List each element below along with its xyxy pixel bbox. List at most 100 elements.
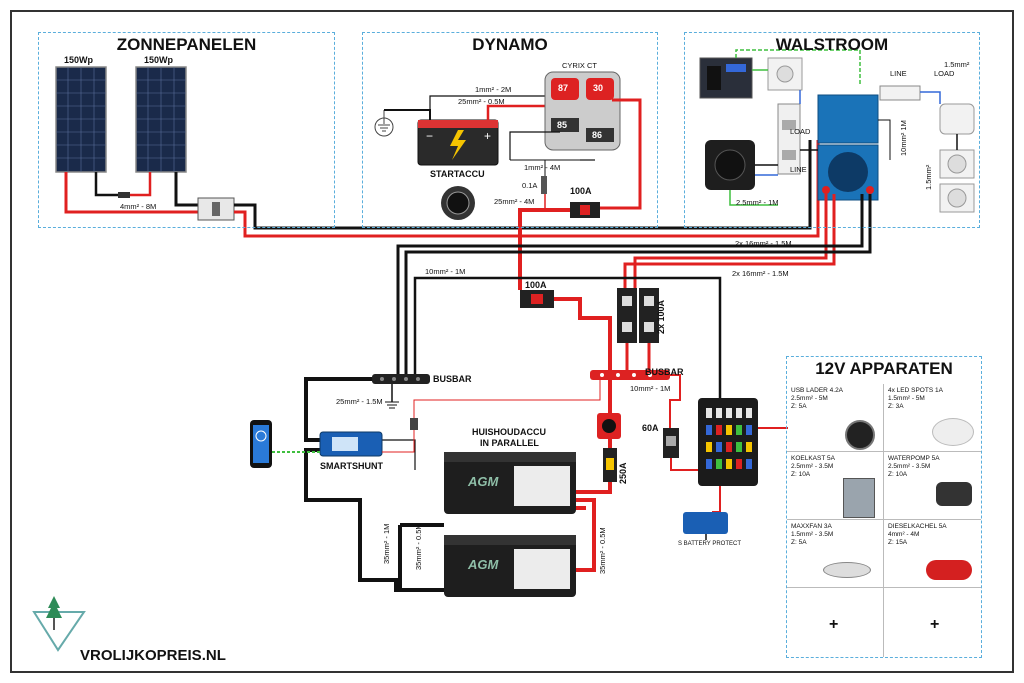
busbar-positive: [590, 370, 670, 380]
water-pump-icon: [936, 482, 972, 506]
cyrix-terminal-30: 30: [593, 83, 604, 93]
device-cable: 2.5mm² - 5M: [791, 395, 828, 402]
busbar-negative: [372, 374, 430, 384]
fuse-60a-label: 60A: [642, 423, 659, 433]
ground-symbol-dynamo: [374, 110, 394, 137]
battery-switch: [597, 413, 621, 439]
smartshunt-label: SMARTSHUNT: [320, 461, 383, 471]
startaccu-label: STARTACCU: [430, 169, 485, 179]
panel-title-dynamo: DYNAMO: [472, 35, 548, 54]
accu-title-1: HUISHOUDACCU: [472, 427, 546, 437]
device-cable: 1.5mm² - 3.5M: [791, 531, 834, 538]
wire-label-inverter-pos: 2x 16mm² - 1.5M: [732, 269, 789, 278]
busbar-left-label: BUSBAR: [433, 374, 472, 384]
phone-icon: [250, 420, 272, 468]
device-cable: 1.5mm² - 5M: [888, 395, 925, 402]
cyrix-terminal-85: 85: [557, 120, 568, 130]
dynamo-fuse-small: 0.1A: [522, 181, 538, 190]
device-name: MAXXFAN 3A: [791, 523, 832, 530]
device-fuse: Z: 5A: [791, 403, 807, 410]
walstroom-line-2: LINE: [790, 165, 807, 174]
device-fuse: Z: 10A: [791, 471, 811, 478]
dynamo-cable-4: 25mm² - 4M: [494, 197, 535, 206]
wire-label-35mm-05m-left: 35mm² - 0.5M: [414, 523, 423, 570]
device-fuse: Z: 10A: [888, 471, 908, 478]
device-maxxfan: MAXXFAN 3A 1.5mm² - 3.5M Z: 5A: [787, 520, 884, 588]
brand-name: VROLIJKOPREIS.NL: [80, 647, 226, 664]
walstroom-cable-2: 10mm² 1M: [899, 120, 908, 156]
solar-panel-2: [135, 66, 187, 173]
logo-icon: [32, 596, 86, 652]
solar-panel-1-label: 150Wp: [64, 55, 94, 65]
device-led-spots: 4x LED SPOTS 1A 1.5mm² - 5M Z: 3A: [884, 384, 981, 452]
walstroom-load: LOAD: [934, 69, 955, 78]
wire-label-10mm-fuse: 10mm² - 1M: [630, 384, 671, 393]
wire-label-10mm: 10mm² - 1M: [425, 267, 466, 276]
cyrix-relay: [544, 71, 621, 151]
walstroom-cable-4: 1.5mm²: [924, 164, 933, 190]
busbar-right-label: BUSBAR: [645, 367, 684, 377]
led-spot-icon: [932, 418, 974, 446]
cyrix-terminal-86: 86: [592, 130, 603, 140]
svg-text:−: −: [426, 129, 433, 143]
roof-fan-icon: [823, 562, 871, 578]
diagram-frame: [10, 10, 1014, 673]
dynamo-cable-3: 1mm² - 4M: [524, 163, 561, 172]
device-name: WATERPOMP 5A: [888, 455, 940, 462]
wire-label-35mm-1m: 35mm² - 1M: [382, 523, 391, 564]
fuse-100a-main: [520, 290, 554, 308]
device-name: KOELKAST 5A: [791, 455, 835, 462]
device-cable: 2.5mm² - 3.5M: [791, 463, 834, 470]
start-battery: − +: [417, 119, 499, 166]
walstroom-line: LINE: [890, 69, 907, 78]
fuse-2x100a-label: 2x 100A: [656, 299, 666, 334]
walstroom-cable-3: 2.5mm² - 1M: [736, 198, 779, 207]
device-cable: 2.5mm² - 3.5M: [888, 463, 931, 470]
fuse-100a-label: 100A: [525, 280, 547, 290]
accu-title-2: IN PARALLEL: [480, 438, 539, 448]
device-fuse: Z: 3A: [888, 403, 904, 410]
device-fuse: Z: 15A: [888, 539, 908, 546]
fuse-250a-label: 250A: [618, 462, 628, 484]
panel-zonnepanelen: ZONNEPANELEN: [38, 32, 335, 228]
cyrix-label: CYRIX CT: [562, 61, 598, 70]
shore-inlet: [705, 140, 755, 190]
panel-walstroom: WALSTROOM: [684, 32, 980, 228]
battery-protect-label: S BATTERY PROTECT: [678, 541, 742, 547]
walstroom-load-2: LOAD: [790, 127, 811, 136]
walstroom-cable-1: 1.5mm²: [944, 60, 970, 69]
svg-text:+: +: [484, 129, 491, 143]
device-slot-add-2: +: [884, 588, 981, 657]
device-fuse: Z: 5A: [791, 539, 807, 546]
add-icon: +: [829, 616, 839, 633]
solar-panel-1: [55, 66, 107, 173]
battery-2: AGM: [444, 535, 576, 597]
cyrix-terminal-87: 87: [558, 83, 569, 93]
add-icon: +: [930, 616, 940, 633]
inverter-charger: [817, 94, 879, 201]
fuse-100a-dynamo: [570, 202, 600, 218]
fuse-block: [698, 398, 758, 486]
device-waterpomp: WATERPOMP 5A 2.5mm² - 3.5M Z: 10A: [884, 452, 981, 520]
fridge-icon: [843, 478, 875, 518]
push-button: [441, 186, 475, 220]
solar-cable-label: 4mm² - 8M: [120, 202, 157, 211]
device-cable: 4mm² - 4M: [888, 531, 920, 538]
agm-label-2: AGM: [467, 557, 500, 572]
panel-title-walstroom: WALSTROOM: [775, 35, 889, 54]
device-dieselkachel: DIESELKACHEL 5A 4mm² - 4M Z: 15A: [884, 520, 981, 588]
load-switch: [879, 85, 921, 101]
rcd-breaker: [777, 103, 801, 175]
fuse-2x100a: [617, 288, 659, 343]
device-name: USB LADER 4.2A: [791, 387, 844, 394]
panel-title-zonnepanelen: ZONNEPANELEN: [116, 35, 257, 54]
panel-title-12v-apparaten: 12V APPARATEN: [815, 359, 953, 378]
fuse-60a: [663, 428, 679, 458]
solar-panel-2-label: 150Wp: [144, 55, 174, 65]
panel-dynamo: DYNAMO: [362, 32, 658, 228]
dynamo-fuse-100a: 100A: [570, 186, 592, 196]
diesel-heater-icon: [926, 560, 972, 580]
solar-breaker: [197, 197, 235, 221]
panel-12v-apparaten: 12V APPARATEN: [786, 356, 982, 658]
